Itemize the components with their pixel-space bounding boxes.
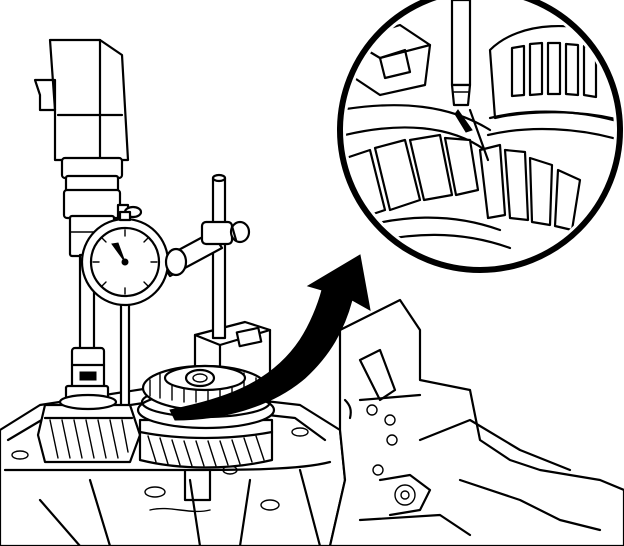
zoom-right-gear-teeth bbox=[478, 143, 582, 232]
countershaft-gear bbox=[36, 393, 142, 464]
left-gear-teeth bbox=[49, 419, 129, 459]
dial-indicator bbox=[80, 203, 188, 412]
magnified-detail bbox=[337, 0, 623, 273]
dial-ticks bbox=[92, 229, 158, 295]
bellhousing-bracket bbox=[328, 298, 624, 546]
main-gear-teeth bbox=[147, 435, 265, 467]
stand-rod bbox=[211, 173, 227, 340]
zoom-upper-splines bbox=[510, 41, 598, 99]
callout-arrow bbox=[169, 254, 371, 421]
dial-needle bbox=[111, 242, 126, 263]
